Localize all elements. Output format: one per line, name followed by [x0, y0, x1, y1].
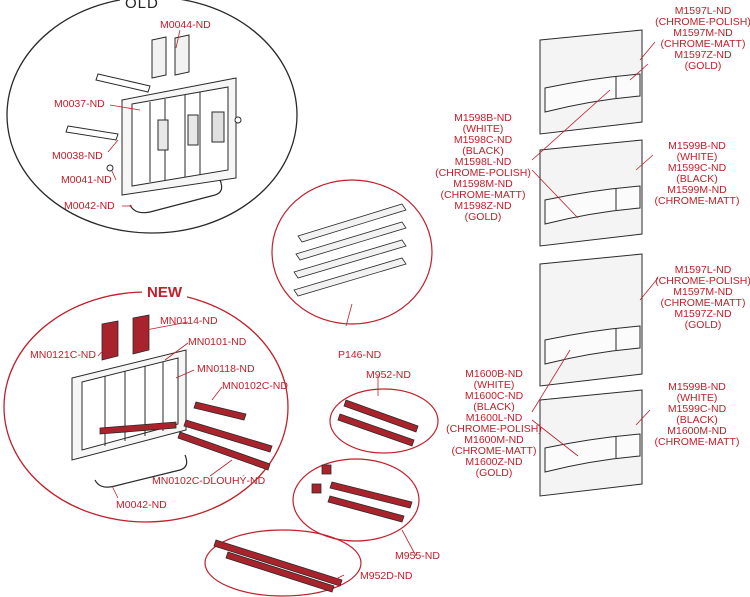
- m955-parts: [311, 464, 413, 523]
- label-mn0121c: MN0121C-ND: [30, 349, 96, 361]
- label-m0038: M0038-ND: [52, 150, 103, 162]
- label-m955: M955-ND: [395, 550, 440, 562]
- old-heading: OLD: [120, 0, 164, 12]
- flush-plate-4: [539, 389, 643, 497]
- variants-m1598: M1598B-ND(WHITE) M1598C-ND(BLACK) M1598L…: [435, 112, 531, 223]
- label-p146: P146-ND: [338, 349, 382, 361]
- new-heading: NEW: [142, 285, 187, 301]
- m952d-rods: [213, 539, 343, 593]
- label-m0044: M0044-ND: [160, 19, 211, 31]
- m955-circle: [292, 458, 420, 542]
- old-screws: [65, 73, 242, 172]
- new-mounting-frame: [71, 349, 187, 461]
- variants-m1597-bottom: M1597L-ND(CHROME-POLISH) M1597M-ND(CHROM…: [655, 264, 750, 331]
- leader-lines: [97, 29, 659, 583]
- old-brackets: [151, 34, 190, 79]
- new-wire-hook: [94, 454, 188, 488]
- label-mn0114: MN0114-ND: [160, 315, 218, 327]
- label-mn0102c-long: MN0102C-DLOUHÝ-ND: [152, 475, 266, 487]
- flush-plate-2: [539, 139, 643, 247]
- old-wire-hook: [129, 179, 223, 214]
- label-m952d: M952D-ND: [360, 570, 413, 582]
- label-m0041: M0041-ND: [61, 174, 112, 186]
- variants-m1600: M1600B-ND(WHITE) M1600C-ND(BLACK) M1600L…: [446, 368, 542, 479]
- m952-rods: [337, 399, 419, 447]
- m952d-circle: [204, 529, 362, 597]
- label-mn0102c: MN0102C-ND: [222, 380, 288, 392]
- label-m0042-old: M0042-ND: [64, 200, 115, 212]
- variants-m1597-top: M1597L-ND(CHROME-POLISH) M1597M-ND(CHROM…: [655, 5, 750, 72]
- new-red-rods: [99, 401, 273, 471]
- label-m0037: M0037-ND: [54, 98, 105, 110]
- flush-plate-3: [539, 253, 643, 387]
- new-red-brackets: [101, 314, 150, 361]
- variants-m1599-top: M1599B-ND(WHITE) M1599C-ND(BLACK) M1599M…: [654, 140, 740, 207]
- label-mn0118: MN0118-ND: [197, 363, 255, 375]
- flush-plates: [539, 29, 643, 497]
- flush-plate-1: [539, 29, 643, 135]
- p146-circle: [271, 179, 433, 325]
- p146-plates: [293, 203, 407, 297]
- old-mounting-frame: [121, 77, 237, 196]
- label-m952: M952-ND: [366, 369, 411, 381]
- variants-m1599-bottom: M1599B-ND(WHITE) M1599C-ND(BLACK) M1600M…: [654, 381, 740, 448]
- old-kit-circle: [6, 0, 298, 234]
- m952-circle: [329, 388, 439, 454]
- label-m0042-new: M0042-ND: [116, 499, 167, 511]
- label-mn0101: MN0101-ND: [188, 336, 247, 348]
